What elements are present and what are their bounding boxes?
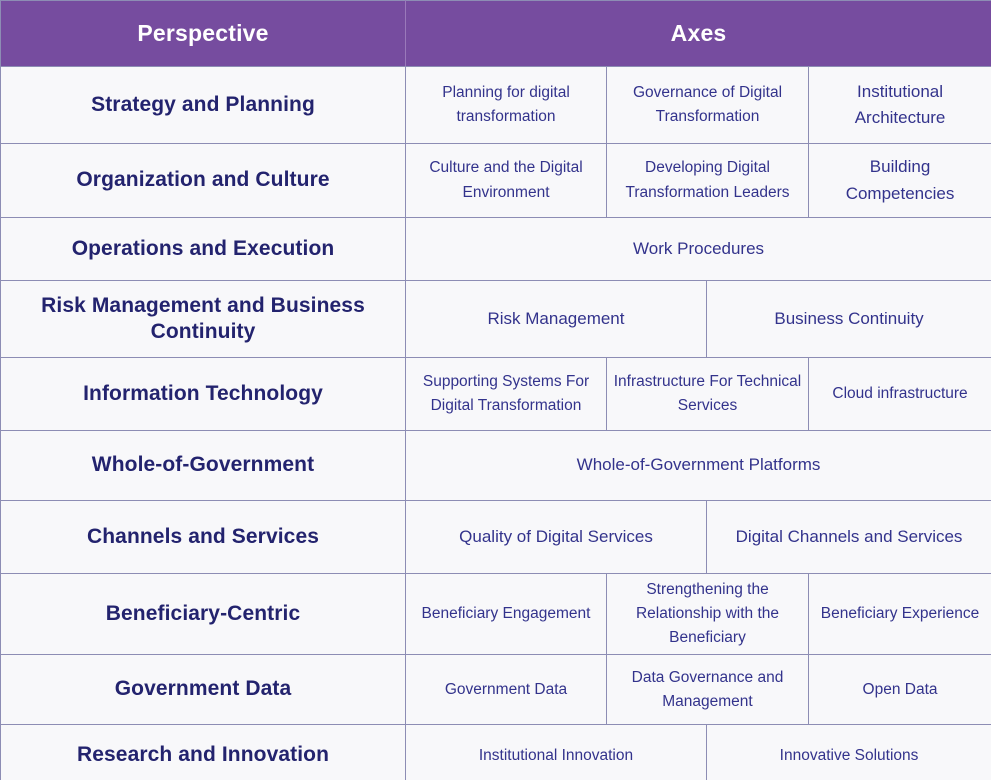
axis-cell: Quality of Digital Services xyxy=(405,500,707,574)
axis-cell: Risk Management xyxy=(405,280,707,358)
table-row: Operations and Execution Work Procedures xyxy=(0,217,991,281)
axis-cell: Work Procedures xyxy=(404,217,991,281)
perspective-information-technology: Information Technology xyxy=(0,357,406,431)
perspective-strategy-and-planning: Strategy and Planning xyxy=(0,66,406,144)
table-row: Risk Management and Business Continuity … xyxy=(0,280,991,358)
header-perspective: Perspective xyxy=(0,0,406,67)
perspective-channels-and-services: Channels and Services xyxy=(0,500,406,574)
axis-cell: Government Data xyxy=(405,654,607,726)
axis-cell: Whole-of-Government Platforms xyxy=(404,430,991,501)
axis-cell: Open Data xyxy=(807,654,991,726)
perspective-beneficiary-centric: Beneficiary-Centric xyxy=(0,572,406,656)
perspective-risk-management-and-business-continuity: Risk Management and Business Continuity xyxy=(0,280,406,358)
table-row: Government Data Government Data Data Gov… xyxy=(0,654,991,726)
perspective-organization-and-culture: Organization and Culture xyxy=(0,143,406,218)
axis-cell: Planning for digital transformation xyxy=(405,66,607,144)
table-row: Whole-of-Government Whole-of-Government … xyxy=(0,430,991,501)
perspective-operations-and-execution: Operations and Execution xyxy=(0,217,406,281)
axis-cell: Data Governance and Management xyxy=(606,654,809,726)
table-row: Channels and Services Quality of Digital… xyxy=(0,500,991,574)
axis-cell: Supporting Systems For Digital Transform… xyxy=(405,357,607,431)
axis-cell: Infrastructure For Technical Services xyxy=(606,357,809,431)
perspective-whole-of-government: Whole-of-Government xyxy=(0,430,406,501)
axis-cell: Institutional Innovation xyxy=(405,724,707,780)
table-row: Organization and Culture Culture and the… xyxy=(0,143,991,218)
table-row: Strategy and Planning Planning for digit… xyxy=(0,66,991,144)
axis-cell: Developing Digital Transformation Leader… xyxy=(606,143,809,218)
table-body: Strategy and Planning Planning for digit… xyxy=(0,66,991,780)
axis-cell: Culture and the Digital Environment xyxy=(405,143,607,218)
axis-cell: Business Continuity xyxy=(705,280,991,358)
table-row: Research and Innovation Institutional In… xyxy=(0,724,991,780)
axis-cell: Beneficiary Engagement xyxy=(405,572,607,656)
table-row: Beneficiary-Centric Beneficiary Engageme… xyxy=(0,572,991,656)
axis-cell: Strengthening the Relationship with the … xyxy=(606,572,809,656)
axis-cell: Cloud infrastructure xyxy=(807,357,991,431)
axis-cell: Digital Channels and Services xyxy=(705,500,991,574)
axis-cell: Building Competencies xyxy=(807,143,991,218)
perspective-government-data: Government Data xyxy=(0,654,406,726)
axis-cell: Governance of Digital Transformation xyxy=(606,66,809,144)
header-axes: Axes xyxy=(404,0,991,67)
table-row: Information Technology Supporting System… xyxy=(0,357,991,431)
axis-cell: Institutional Architecture xyxy=(807,66,991,144)
axis-cell: Beneficiary Experience xyxy=(807,572,991,656)
header-row: Perspective Axes xyxy=(0,0,991,67)
perspective-research-and-innovation: Research and Innovation xyxy=(0,724,406,780)
table-header: Perspective Axes xyxy=(0,0,991,67)
axis-cell: Innovative Solutions xyxy=(705,724,991,780)
